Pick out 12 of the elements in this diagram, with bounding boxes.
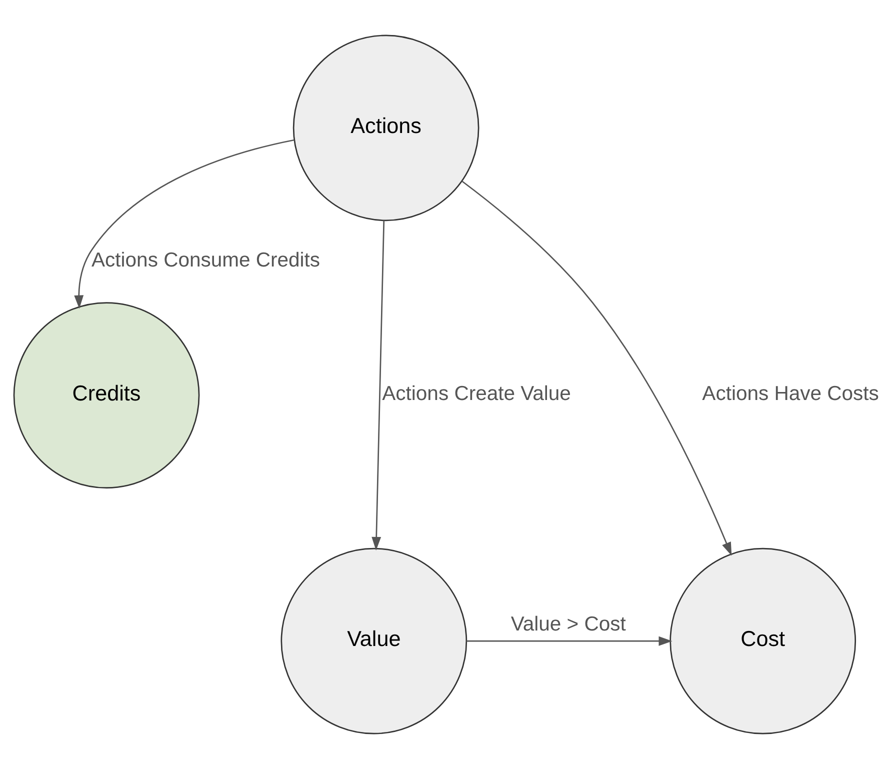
arrow [74,138,294,308]
edge-label: Actions Have Costs [702,382,879,405]
node-circle: Value [280,547,468,734]
arrow [462,180,732,556]
node-circle: Actions [292,34,480,221]
edge-label: Actions Consume Credits [92,248,320,271]
edge-label: Value > Cost [510,612,626,635]
arrow [372,220,385,550]
arrow [466,636,672,646]
edge-label: Actions Create Value [382,382,571,405]
node-circle: Cost [670,547,856,734]
node-circle: Credits [13,302,200,488]
